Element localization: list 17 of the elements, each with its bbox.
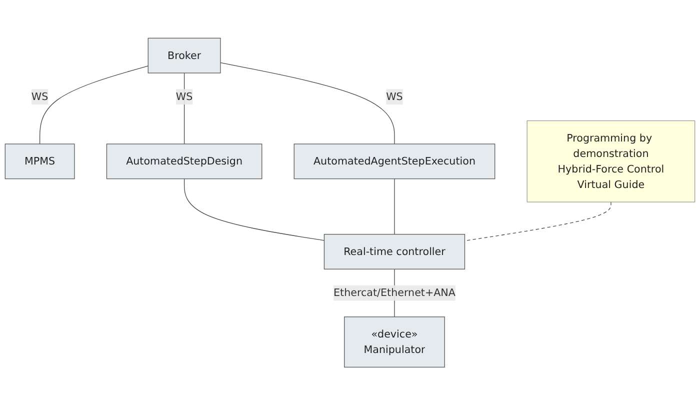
node-box: AutomatedStepDesign [106,143,262,179]
node-box: «device» Manipulator [344,316,445,368]
connector [184,72,185,144]
edge-label: Ethercat/Ethernet+ANA [334,286,456,299]
connector [184,178,325,241]
edge-label: WS [386,90,403,103]
edge-label: WS [176,90,193,103]
node-box: MPMS [4,143,75,179]
connector [394,178,395,234]
node-box: AutomatedAgentStepExecution [294,143,496,179]
node-box: Broker [148,38,221,74]
connector [464,202,612,241]
connector [220,62,395,144]
node-box: Real-time controller [324,234,466,270]
edge-label: WS [31,90,48,103]
connector [40,65,148,144]
node-box: Programming by demonstration Hybrid-Force Control Virtual Guide [526,120,696,202]
